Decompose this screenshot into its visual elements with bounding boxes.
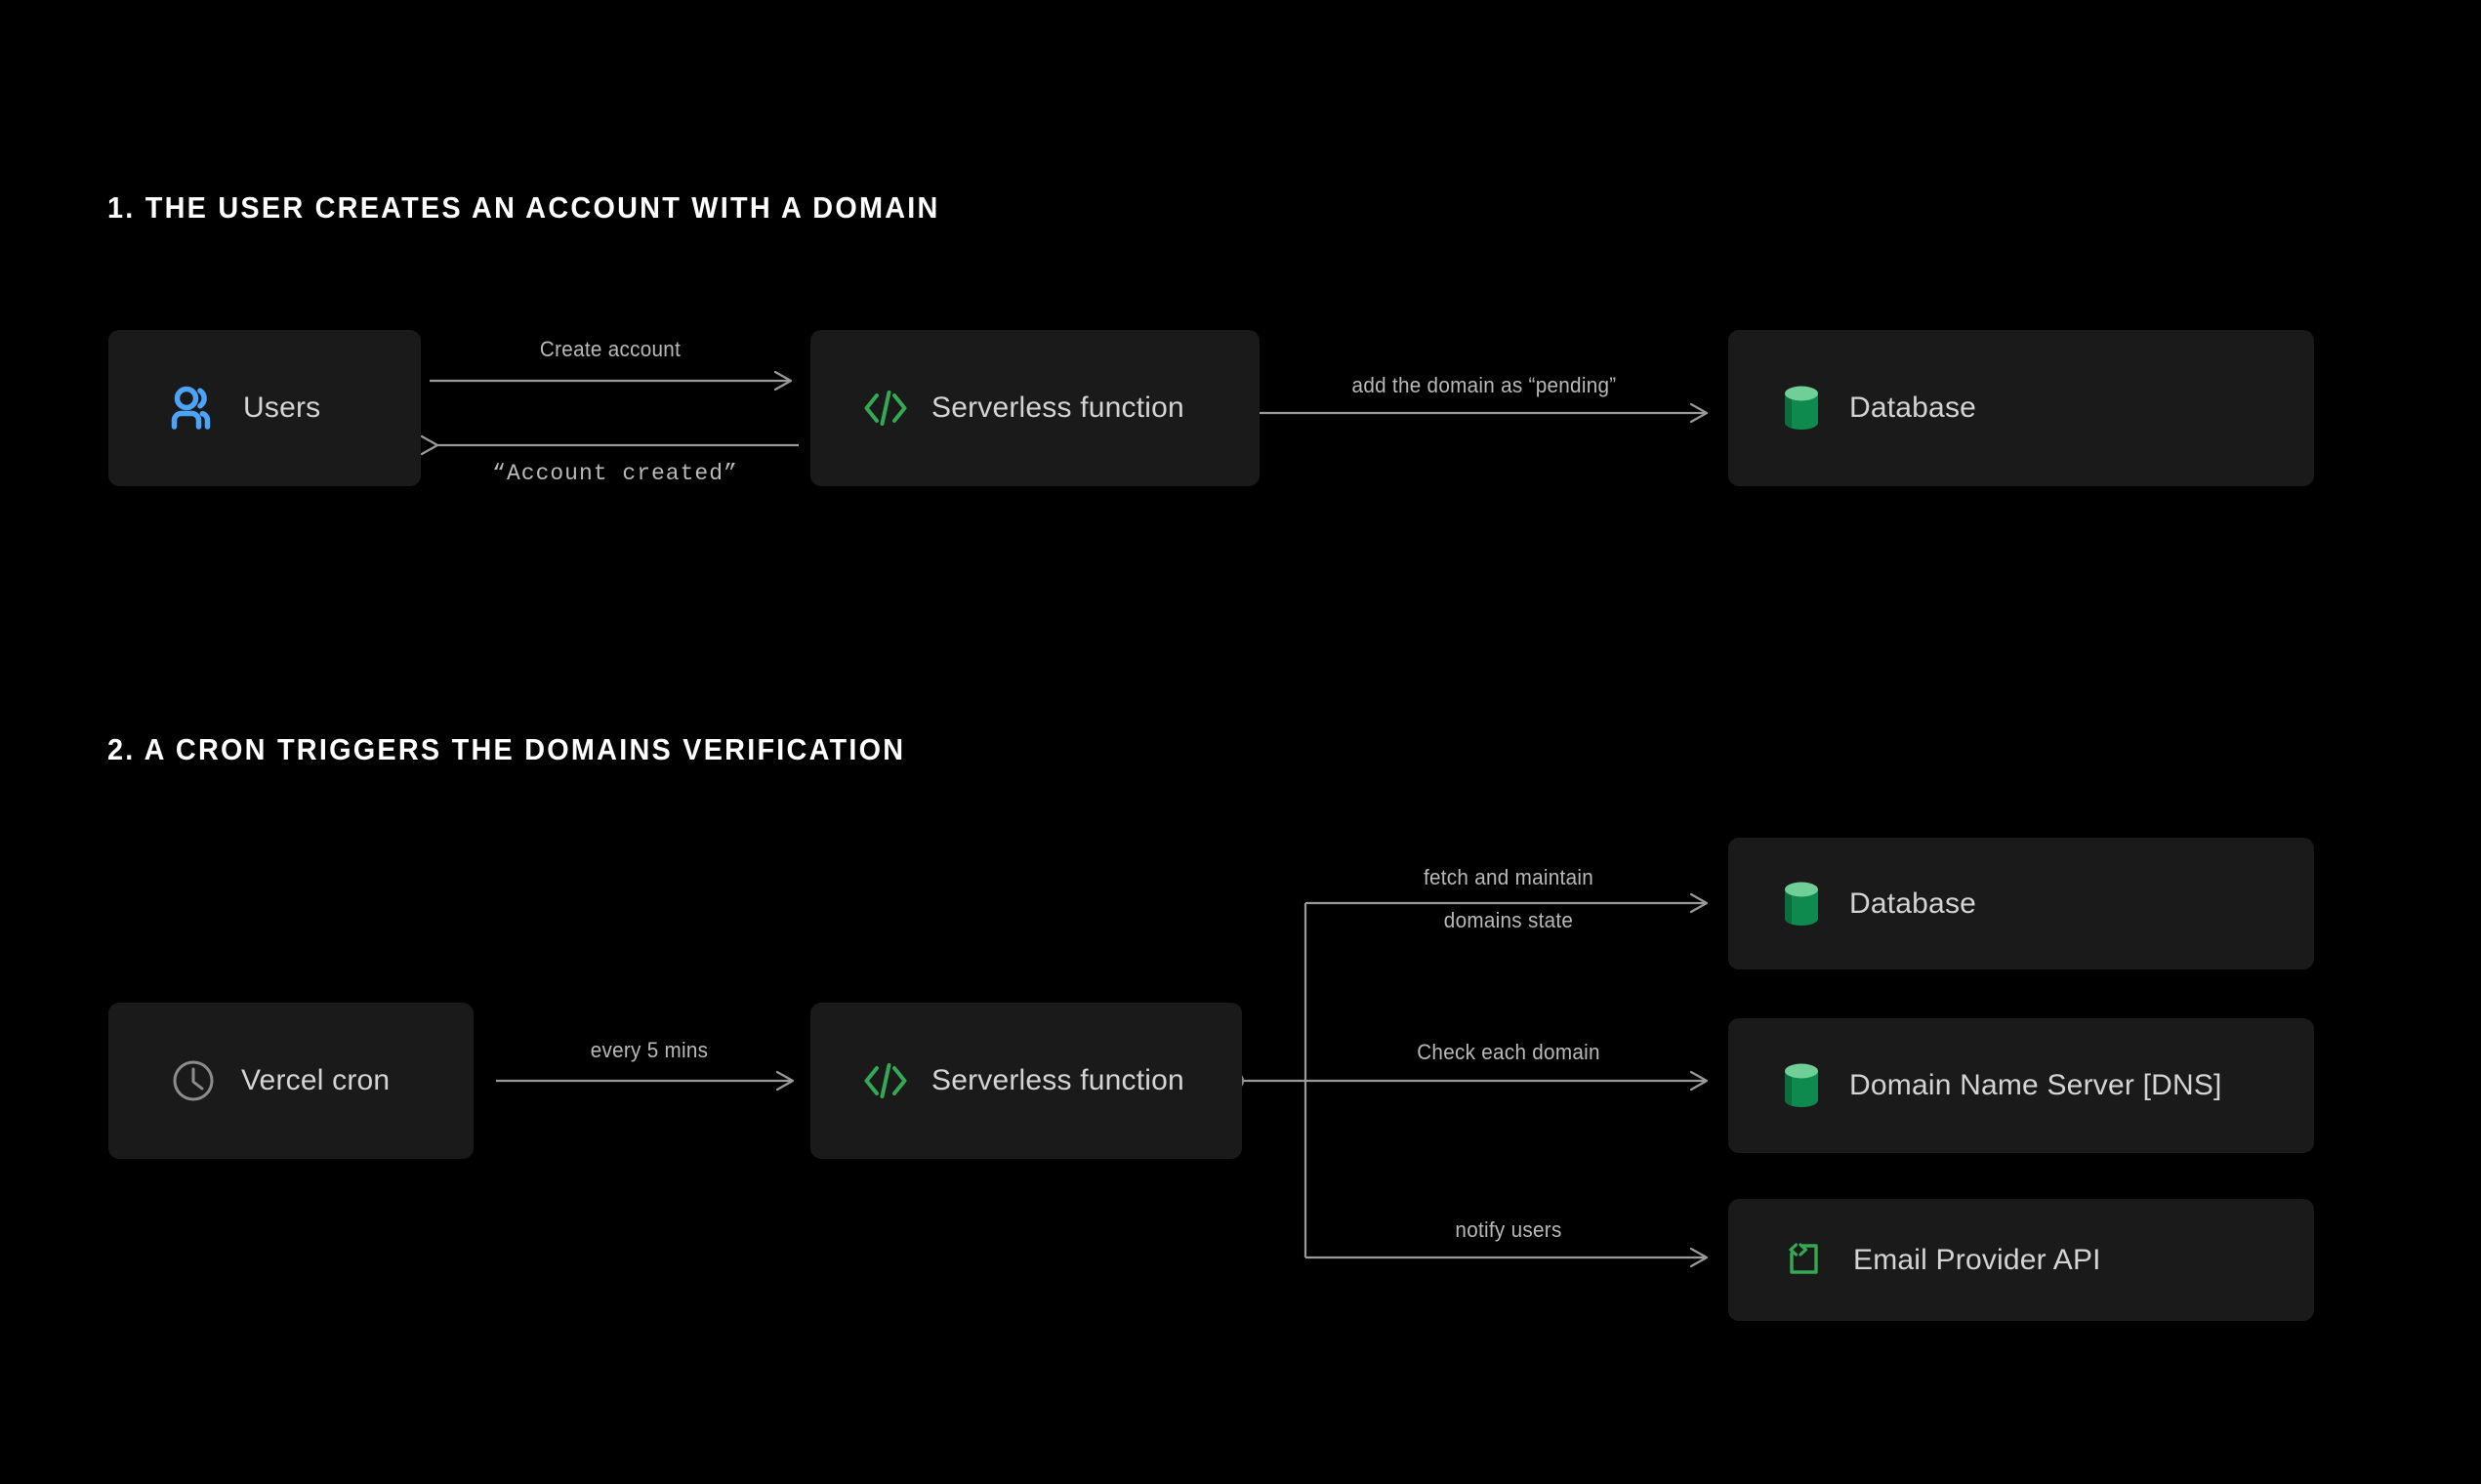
section-1-heading: 1. THE USER CREATES AN ACCOUNT WITH A DO… <box>107 190 940 225</box>
node-serverless-function-2[interactable]: Serverless function <box>810 1003 1242 1159</box>
database-cylinder-icon <box>1781 1060 1822 1111</box>
edge-label-create-account: Create account <box>539 337 682 361</box>
node-database-2-label: Database <box>1849 886 1977 920</box>
section-2-heading: 2. A CRON TRIGGERS THE DOMAINS VERIFICAT… <box>107 732 906 766</box>
node-users-label: Users <box>243 392 321 424</box>
edge-label-add-pending: add the domain as “pending” <box>1351 373 1617 397</box>
node-vercel-cron[interactable]: Vercel cron <box>108 1003 474 1159</box>
code-brackets-icon <box>863 389 908 428</box>
database-cylinder-icon <box>1781 879 1822 929</box>
node-database-2[interactable]: Database <box>1728 838 2314 969</box>
node-domain-name-server[interactable]: Domain Name Server [DNS] <box>1728 1018 2314 1153</box>
edge-label-account-created: “Account created” <box>492 461 738 486</box>
edge-label-check-domain: Check each domain <box>1417 1040 1600 1064</box>
node-domain-name-server-label: Domain Name Server [DNS] <box>1849 1069 2222 1101</box>
node-serverless-function[interactable]: Serverless function <box>810 330 1260 486</box>
code-brackets-icon <box>863 1061 908 1100</box>
clock-icon <box>171 1058 216 1103</box>
node-database-label: Database <box>1849 392 1977 424</box>
edge-label-domains-state: domains state <box>1443 908 1574 932</box>
node-serverless-function-label: Serverless function <box>931 392 1184 424</box>
node-vercel-cron-label: Vercel cron <box>241 1064 391 1096</box>
node-database[interactable]: Database <box>1728 330 2314 486</box>
code-window-icon <box>1781 1240 1826 1281</box>
node-users[interactable]: Users <box>108 330 421 486</box>
users-icon <box>171 386 220 431</box>
edge-label-every-5-mins: every 5 mins <box>590 1038 709 1062</box>
edge-label-fetch-maintain: fetch and maintain <box>1423 865 1594 889</box>
node-email-provider-api[interactable]: Email Provider API <box>1728 1199 2314 1321</box>
database-cylinder-icon <box>1781 383 1822 433</box>
node-serverless-function-2-label: Serverless function <box>931 1064 1184 1096</box>
edge-label-notify-users: notify users <box>1455 1217 1562 1242</box>
node-email-provider-api-label: Email Provider API <box>1853 1243 2101 1276</box>
